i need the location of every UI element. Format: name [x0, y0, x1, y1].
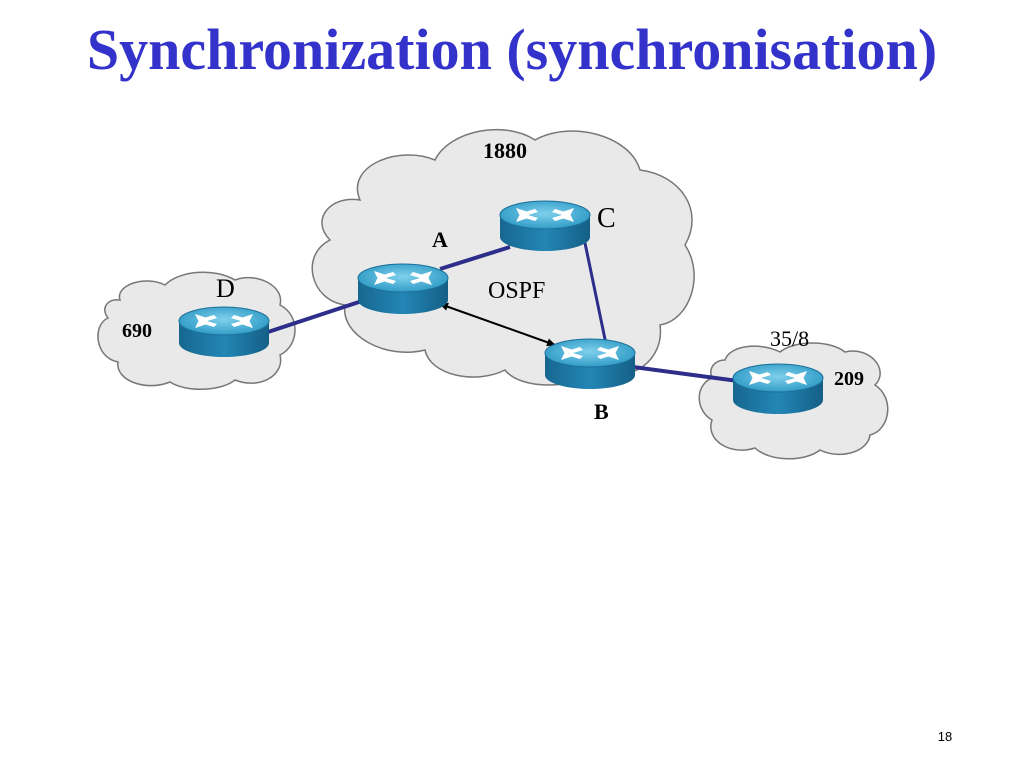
router-a[interactable] — [357, 263, 449, 315]
cloud-as-1880 — [311, 128, 695, 386]
router-b[interactable] — [544, 338, 636, 390]
link-d-a — [267, 299, 363, 334]
router-209[interactable] — [732, 363, 824, 415]
router-d-label: D — [216, 274, 235, 303]
router-b-label: B — [594, 399, 609, 424]
ospf-label: OSPF — [488, 278, 545, 304]
link-c-b — [583, 242, 608, 345]
prefix-label: 35/8 — [770, 326, 809, 351]
slide-title: Synchronization (synchronisation) — [86, 17, 938, 82]
slide-number: 18 — [937, 729, 953, 744]
link-a-c — [439, 245, 511, 271]
router-c[interactable] — [499, 200, 591, 252]
router-d[interactable] — [178, 306, 270, 358]
router-c-label: C — [597, 203, 616, 234]
as-1880-label: 1880 — [483, 138, 527, 163]
as-690-label: 690 — [122, 320, 152, 342]
link-b-209 — [632, 365, 739, 383]
router-a-label: A — [432, 227, 448, 252]
as-209-label: 209 — [834, 368, 864, 390]
ibgp-session-arrow — [439, 302, 556, 347]
